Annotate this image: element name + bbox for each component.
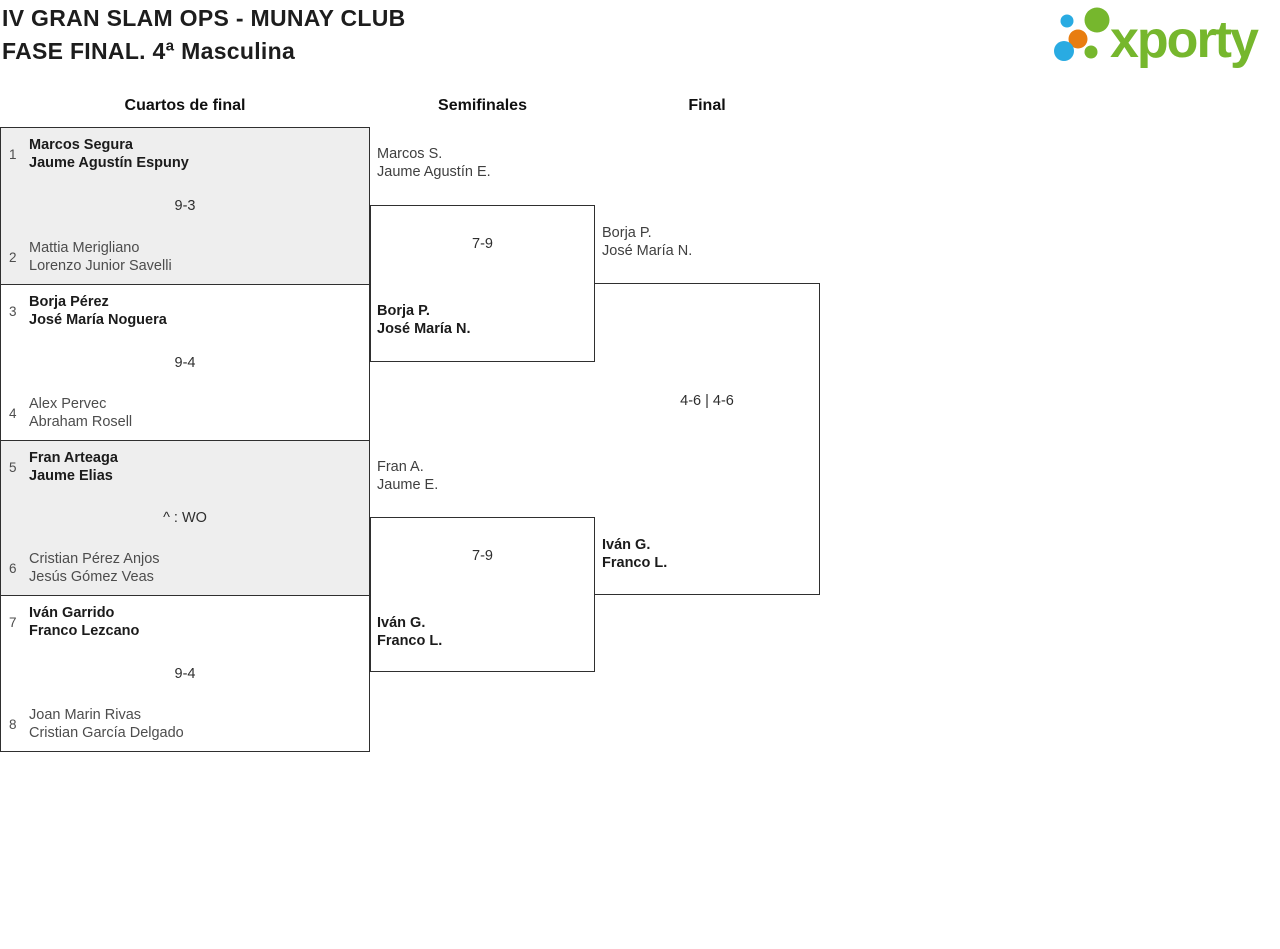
player-name: Jesús Gómez Veas	[29, 569, 154, 585]
team-player-names: Cristian Pérez Anjos Jesús Gómez Veas	[29, 550, 160, 586]
team-player-names: Mattia Merigliano Lorenzo Junior Savelli	[29, 239, 172, 275]
seed-number: 4	[9, 405, 17, 421]
player-name: Franco Lezcano	[29, 623, 140, 639]
team-entry: 5 Fran Arteaga Jaume Elias	[9, 449, 118, 485]
team-entry: 2 Mattia Merigliano Lorenzo Junior Savel…	[9, 239, 172, 275]
team-entry: 1 Marcos Segura Jaume Agustín Espuny	[9, 136, 189, 172]
team-entry: 8 Joan Marin Rivas Cristian García Delga…	[9, 706, 184, 742]
quarterfinal-match-4[interactable]: 7 Iván Garrido Franco Lezcano 9-4 8 Joan…	[0, 595, 370, 752]
player-name: Marcos Segura	[29, 137, 133, 153]
player-name: Borja Pérez	[29, 294, 109, 310]
seed-number: 3	[9, 303, 17, 319]
logo-dot-green-small-icon	[1084, 45, 1098, 59]
team-entry: 4 Alex Pervec Abraham Rosell	[9, 395, 132, 431]
player-name: Franco L.	[602, 555, 668, 571]
player-name: José María Noguera	[29, 312, 167, 328]
player-name: Fran Arteaga	[29, 450, 118, 466]
player-name: José María N.	[377, 321, 471, 337]
logo-dot-orange-icon	[1068, 29, 1088, 49]
player-name: Iván G.	[602, 537, 651, 553]
match-score: ^ : WO	[163, 510, 207, 526]
player-name: Borja P.	[377, 303, 430, 319]
logo-dot-blue-small-icon	[1060, 14, 1074, 28]
player-name: Cristian Pérez Anjos	[29, 551, 160, 567]
final-match[interactable]	[594, 283, 820, 595]
team-player-names: Iván Garrido Franco Lezcano	[29, 604, 139, 640]
player-name: Joan Marin Rivas	[29, 707, 142, 723]
team-player-names: Joan Marin Rivas Cristian García Delgado	[29, 706, 184, 742]
player-name: Lorenzo Junior Savelli	[29, 258, 172, 274]
player-name: José María N.	[602, 243, 693, 259]
logo-dot-blue-large-icon	[1054, 41, 1074, 61]
team-entry: 3 Borja Pérez José María Noguera	[9, 293, 167, 329]
quarterfinal-match-2[interactable]: 3 Borja Pérez José María Noguera 9-4 4 A…	[0, 284, 370, 441]
match-score: 9-4	[174, 354, 196, 371]
team-player-names: Borja Pérez José María Noguera	[29, 293, 167, 329]
column-header-semifinales: Semifinales	[438, 97, 527, 114]
quarterfinal-match-1[interactable]: 1 Marcos Segura Jaume Agustín Espuny 9-3…	[0, 127, 370, 285]
player-name: Jaume Agustín Espuny	[29, 155, 189, 171]
seed-number: 5	[9, 459, 17, 475]
match-score: 7-9	[472, 236, 493, 252]
player-name: Fran A.	[377, 459, 424, 475]
seed-number: 8	[9, 716, 17, 732]
seed-number: 2	[9, 249, 17, 265]
xporty-logo[interactable]: xporty	[1048, 1, 1278, 73]
match-score: 9-3	[174, 198, 196, 214]
advancing-team-label: Borja P. José María N.	[377, 302, 471, 338]
match-score: 7-9	[472, 548, 493, 564]
player-name: Alex Pervec	[29, 396, 107, 412]
player-name: Franco L.	[377, 633, 443, 649]
advancing-team-label: Marcos S. Jaume Agustín E.	[377, 145, 491, 181]
seed-number: 7	[9, 614, 17, 630]
advancing-team-label: Iván G. Franco L.	[377, 614, 442, 650]
match-score: 4-6 | 4-6	[680, 393, 734, 409]
team-player-names: Fran Arteaga Jaume Elias	[29, 449, 118, 485]
tournament-title: IV GRAN SLAM OPS - MUNAY CLUB	[2, 5, 406, 31]
player-name: Mattia Merigliano	[29, 240, 140, 256]
tournament-subtitle: FASE FINAL. 4ª Masculina	[2, 38, 296, 64]
player-name: Abraham Rosell	[29, 414, 133, 430]
player-name: Iván Garrido	[29, 605, 115, 621]
player-name: Iván G.	[377, 615, 426, 631]
column-header-final: Final	[688, 97, 726, 114]
player-name: Jaume Elias	[29, 468, 113, 484]
logo-text: xporty	[1110, 11, 1259, 69]
player-name: Jaume E.	[377, 477, 439, 493]
player-name: Cristian García Delgado	[29, 725, 184, 741]
match-score: 9-4	[174, 665, 196, 682]
team-player-names: Marcos Segura Jaume Agustín Espuny	[29, 136, 189, 172]
column-header-cuartos: Cuartos de final	[124, 97, 246, 114]
player-name: Borja P.	[602, 225, 652, 241]
player-name: Marcos S.	[377, 146, 443, 162]
seed-number: 1	[9, 146, 17, 162]
advancing-team-label: Borja P. José María N.	[602, 224, 692, 260]
semifinal-match-1[interactable]	[370, 205, 595, 362]
seed-number: 6	[9, 560, 17, 576]
quarterfinal-match-3[interactable]: 5 Fran Arteaga Jaume Elias ^ : WO 6 Cris…	[0, 440, 370, 596]
advancing-team-label: Fran A. Jaume E.	[377, 458, 438, 494]
player-name: Jaume Agustín E.	[377, 164, 491, 180]
logo-dot-green-large-icon	[1084, 7, 1110, 33]
tournament-header: IV GRAN SLAM OPS - MUNAY CLUB FASE FINAL…	[2, 2, 406, 68]
team-player-names: Alex Pervec Abraham Rosell	[29, 395, 132, 431]
advancing-team-label: Iván G. Franco L.	[602, 536, 667, 572]
team-entry: 6 Cristian Pérez Anjos Jesús Gómez Veas	[9, 550, 160, 586]
team-entry: 7 Iván Garrido Franco Lezcano	[9, 604, 139, 640]
